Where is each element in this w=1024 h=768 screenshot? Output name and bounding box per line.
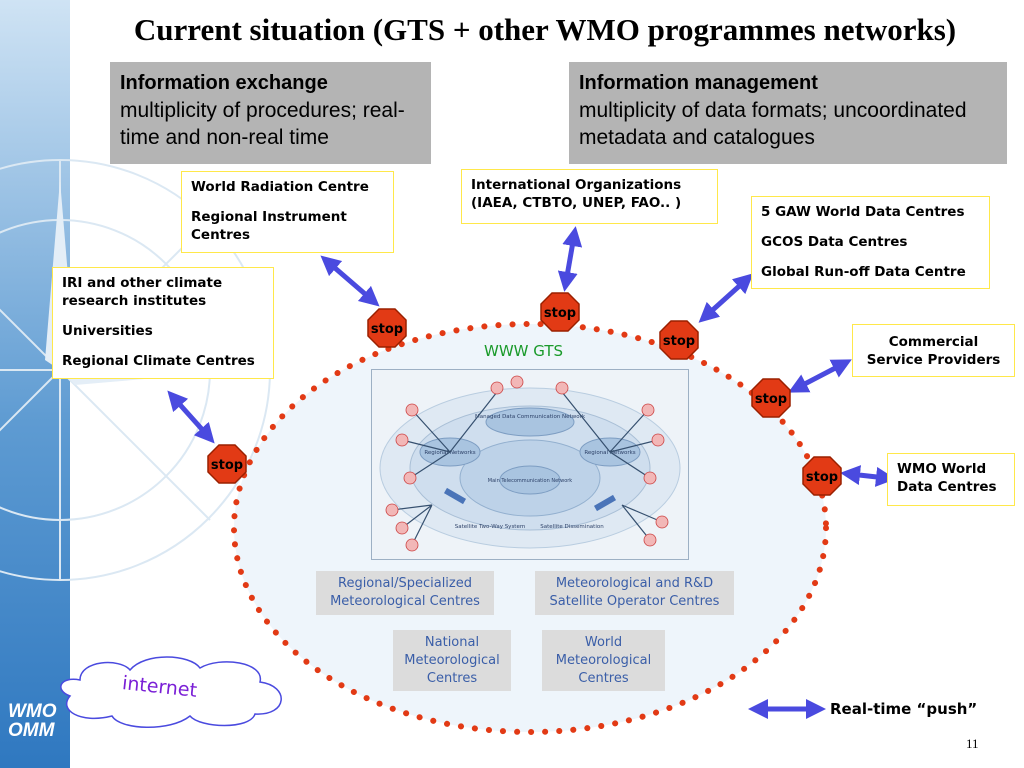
info-management-text: multiplicity of data formats; uncoordina… xyxy=(579,99,967,149)
arrow-gaw xyxy=(698,273,754,323)
wmo-logo: WMO OMM xyxy=(8,701,57,741)
page-number: 11 xyxy=(966,736,979,751)
stop-icon: stop xyxy=(751,378,791,418)
box-international: International Organizations (IAEA, CTBTO… xyxy=(461,169,718,224)
arrow-international xyxy=(557,226,583,292)
international-line-1: International Organizations xyxy=(471,177,682,193)
stop-icon: stop xyxy=(540,292,580,332)
legend-label: Real-time “push” xyxy=(830,700,978,718)
gts-network-image: Managed Data Communication Network Regio… xyxy=(371,369,689,560)
iri-line-1: IRI and other climate research institute… xyxy=(62,275,223,309)
box-commercial: Commercial Service Providers xyxy=(852,324,1015,377)
info-management-box: Information management multiplicity of d… xyxy=(569,62,1007,164)
gaw-line-2: GCOS Data Centres xyxy=(761,234,908,250)
rsmc-box: Regional/Specialized Meteorological Cent… xyxy=(316,571,494,615)
stop-icon: stop xyxy=(367,308,407,348)
svg-text:stop: stop xyxy=(755,392,787,407)
radiation-line-1: World Radiation Centre xyxy=(191,179,369,195)
stop-sign-wmo-wdc: stop xyxy=(802,456,842,496)
satellite-two-way-label: Satellite Two-Way System xyxy=(455,524,525,530)
arrow-radiation xyxy=(320,255,380,307)
svg-text:stop: stop xyxy=(544,306,576,321)
stop-sign-gaw: stop xyxy=(659,320,699,360)
sidebar-band: WMO OMM xyxy=(0,0,70,768)
arrow-commercial xyxy=(788,359,852,393)
stop-sign-commercial: stop xyxy=(751,378,791,418)
wmo-wdc-text: WMO World Data Centres xyxy=(897,461,997,495)
gaw-line-1: 5 GAW World Data Centres xyxy=(761,204,965,220)
info-exchange-box: Information exchange multiplicity of pro… xyxy=(110,62,431,164)
stop-sign-iri: stop xyxy=(207,444,247,484)
info-exchange-heading: Information exchange xyxy=(120,72,328,94)
svg-text:stop: stop xyxy=(371,322,403,337)
stop-sign-radiation: stop xyxy=(367,308,407,348)
managed-network-label: Managed Data Communication Network xyxy=(475,414,586,420)
box-radiation: World Radiation Centre Regional Instrume… xyxy=(181,171,394,253)
satellite-operator-box: Meteorological and R&D Satellite Operato… xyxy=(535,571,734,615)
regional-network-label-right: Regional Networks xyxy=(584,450,635,456)
international-line-2: (IAEA, CTBTO, UNEP, FAO.. ) xyxy=(471,195,682,211)
box-gaw: 5 GAW World Data Centres GCOS Data Centr… xyxy=(751,196,990,289)
svg-text:stop: stop xyxy=(663,334,695,349)
nmc-box: National Meteorological Centres xyxy=(393,630,511,691)
stop-icon: stop xyxy=(802,456,842,496)
stop-sign-international: stop xyxy=(540,292,580,332)
internet-cloud-icon xyxy=(60,656,282,728)
stop-icon: stop xyxy=(659,320,699,360)
info-exchange-text: multiplicity of procedures; real-time an… xyxy=(120,99,405,149)
svg-text:stop: stop xyxy=(211,458,243,473)
gaw-line-3: Global Run-off Data Centre xyxy=(761,264,966,280)
stop-icon: stop xyxy=(207,444,247,484)
arrow-wmo-wdc xyxy=(840,465,896,487)
iri-line-3: Regional Climate Centres xyxy=(62,353,255,369)
www-gts-label: WWW GTS xyxy=(484,342,564,360)
info-management-heading: Information management xyxy=(579,72,818,94)
svg-text:stop: stop xyxy=(806,470,838,485)
main-network-label: Main Telecommunication Network xyxy=(488,478,573,484)
iri-line-2: Universities xyxy=(62,323,153,339)
commercial-text: Commercial Service Providers xyxy=(866,333,1001,368)
satellite-dissemination-label: Satellite Dissemination xyxy=(540,524,604,530)
box-wmo-wdc: WMO World Data Centres xyxy=(887,453,1015,506)
box-iri: IRI and other climate research institute… xyxy=(52,267,274,379)
regional-network-label-left: Regional Networks xyxy=(424,450,475,456)
radiation-line-2: Regional Instrument Centres xyxy=(191,209,347,243)
gts-network-diagram: Managed Data Communication Network Regio… xyxy=(379,375,681,552)
slide-title: Current situation (GTS + other WMO progr… xyxy=(133,12,957,47)
arrow-iri xyxy=(167,390,215,444)
wmc-box: World Meteorological Centres xyxy=(542,630,665,691)
